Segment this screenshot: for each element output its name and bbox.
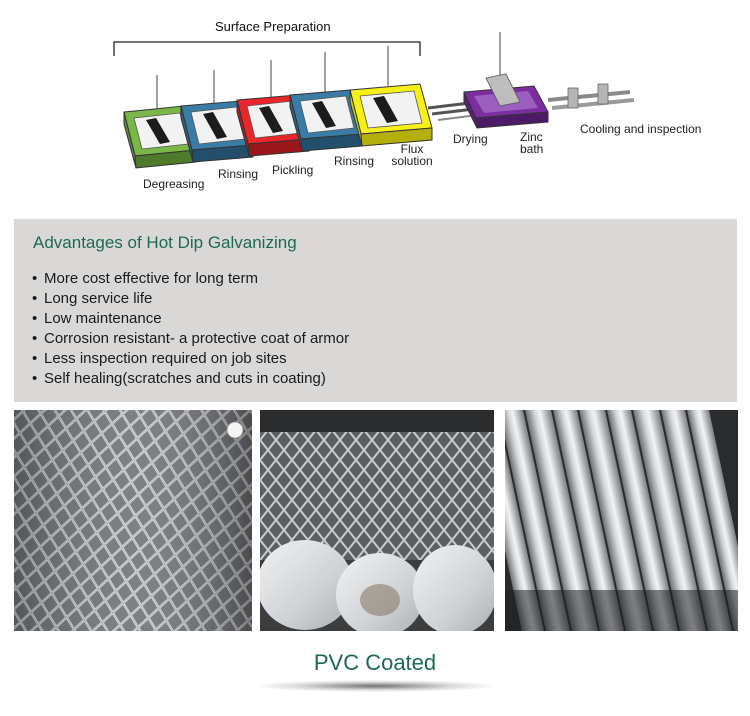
zinc-line-1: Zinc [520,130,543,144]
advantage-item: •More cost effective for long term [32,270,258,287]
advantages-panel: Advantages of Hot Dip Galvanizing •More … [14,219,737,402]
degreasing-tank [123,75,197,169]
process-diagram-graphic [113,32,635,169]
bullet-icon: • [32,310,38,327]
stage-label-zinc-bath: Zinc bath [520,131,543,155]
heading-shadow-divider [255,680,495,692]
advantage-item: •Long service life [32,290,153,307]
watermark-badge-icon [226,421,244,439]
cooling-rack [547,83,635,110]
flux-line-1: Flux [400,142,424,156]
flux-solution-tank [349,46,433,147]
stage-label-rinsing-1: Rinsing [218,167,259,181]
advantages-title: Advantages of Hot Dip Galvanizing [33,233,297,252]
stage-label-drying: Drying [453,132,488,146]
stage-label-degreasing: Degreasing [143,177,205,191]
bullet-icon: • [32,270,38,287]
rinsing-tank-1 [180,70,254,163]
surface-preparation-bracket [113,41,421,56]
bullet-icon: • [32,330,38,347]
stage-label-cooling: Cooling and inspection [580,122,702,136]
stage-label-pickling: Pickling [272,163,314,177]
bullet-icon: • [32,370,38,387]
advantage-item: •Low maintenance [32,310,162,327]
photo-wrapped-mesh-rolls [260,410,494,631]
galvanizing-process-diagram: Surface Preparation Degreasing Rinsing P… [0,0,750,215]
advantages-list: •More cost effective for long term •Long… [32,269,349,389]
stage-label-flux: Flux solution [390,143,434,167]
photo-chain-link-mesh-roll [14,410,252,631]
stage-label-rinsing-2: Rinsing [334,154,375,168]
surface-preparation-title: Surface Preparation [215,19,331,34]
zinc-line-2: bath [520,142,544,156]
rinsing-tank-2 [289,52,363,152]
zinc-bath-tank [463,32,549,129]
bullet-icon: • [32,350,38,367]
advantage-item: •Corrosion resistant- a protective coat … [32,330,350,347]
advantage-item: •Less inspection required on job sites [32,350,287,367]
bullet-icon: • [32,290,38,307]
pickling-tank [236,60,310,157]
advantage-item: •Self healing(scratches and cuts in coat… [32,370,326,387]
photo-galvanized-pipes [505,410,738,631]
flux-line-2: solution [391,154,433,168]
pvc-coated-heading: PVC Coated [313,650,437,675]
